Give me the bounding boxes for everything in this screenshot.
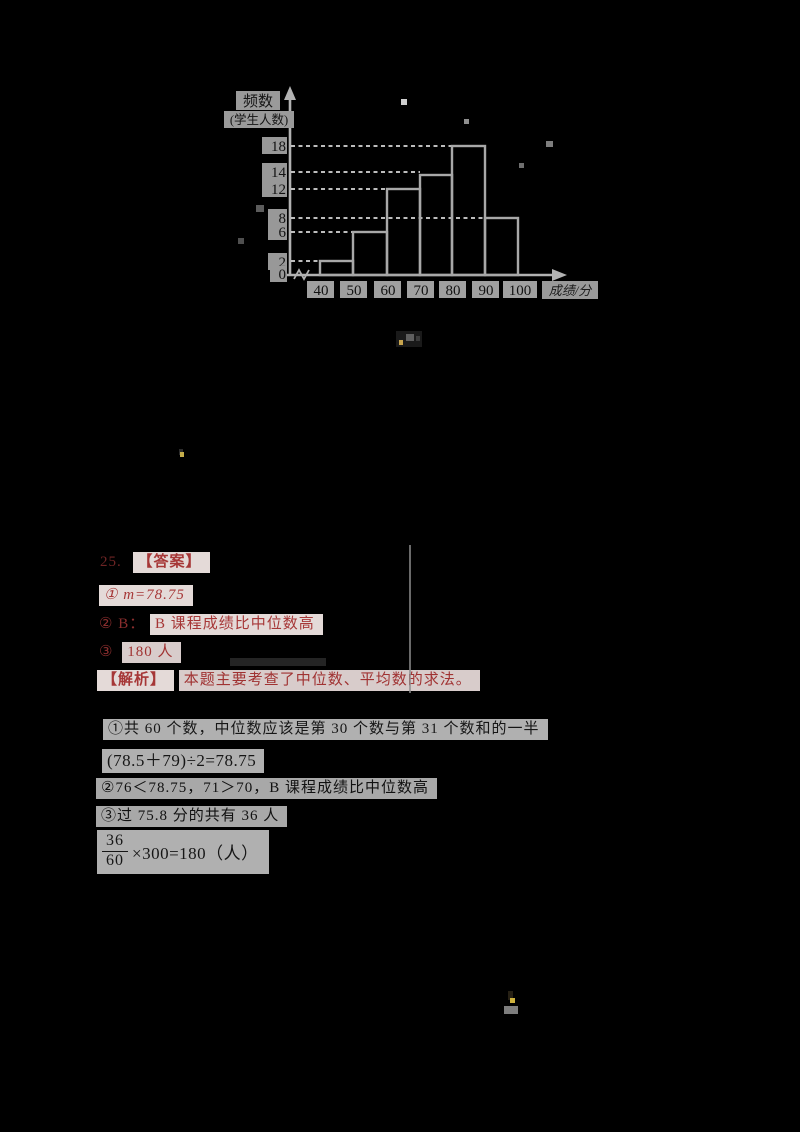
scan-speck: [256, 205, 264, 212]
bar-60-70: [385, 187, 422, 277]
frequency-histogram: 频数 (学生人数) 18 14 12 8 6 2 0 40 50 60 70 8…: [224, 86, 598, 299]
y-axis-arrow-icon: [284, 86, 296, 100]
scan-speck: [238, 238, 244, 244]
y-tick-label: 6: [279, 225, 287, 241]
solution-step-3-text: ③过 75.8 分的共有 36 人: [96, 806, 288, 827]
y-tick-patch: [262, 163, 287, 180]
x-tick-patch: [503, 281, 537, 298]
x-tick-patch: [307, 281, 334, 298]
x-tick-label: 40: [314, 283, 329, 299]
solution-step-1-text: ①共 60 个数，中位数应该是第 30 个数与第 31 个数和的一半: [103, 719, 548, 740]
answer-item-1-text: ① m=78.75: [99, 585, 193, 606]
analysis-tag: 【解析】: [97, 670, 175, 691]
bar-70-80: [418, 173, 454, 277]
scan-speck: [519, 163, 524, 168]
x-axis-title: 成绩/分: [549, 283, 593, 298]
solution-step-2: ②76＜78.75，71＞70，B 课程成绩比中位数高: [96, 776, 437, 799]
bar-40-50: [318, 259, 355, 277]
solution-formula-median: (78.5＋79)÷2=78.75: [102, 746, 265, 773]
answer-tag: 【答案】: [132, 552, 210, 573]
scan-speck: [464, 119, 469, 124]
solution-formula-count: 36 60 ×300=180（人）: [97, 830, 269, 874]
answer-heading: 25. 【答案】: [100, 550, 210, 573]
x-tick-label: 60: [381, 283, 396, 299]
y-tick-patch: [268, 209, 287, 226]
y-axis-title-patch2: [224, 111, 294, 128]
y-tick-label: 8: [279, 211, 287, 227]
x-axis-break-icon: [293, 268, 310, 281]
x-tick-patch: [340, 281, 367, 298]
x-tick-label: 90: [479, 283, 494, 299]
answer-item-2-prefix: ② B：: [99, 616, 146, 632]
bar-80-90: [450, 144, 487, 277]
answer-item-2: ② B： B 课程成绩比中位数高: [99, 612, 323, 635]
x-tick-label: 70: [414, 283, 429, 299]
answer-item-1: ① m=78.75: [99, 585, 193, 606]
y-tick-patch: [268, 223, 287, 240]
y-tick-label: 18: [271, 139, 286, 155]
scan-speck: [504, 1006, 518, 1014]
x-tick-patch: [407, 281, 434, 298]
fraction-numerator: 36: [102, 832, 128, 852]
y-tick-label: 0: [279, 267, 287, 283]
x-tick-patch: [374, 281, 401, 298]
y-tick-label: 2: [279, 255, 287, 271]
y-tick-label: 12: [271, 182, 286, 198]
x-tick-patch: [472, 281, 499, 298]
bar-90-100: [483, 216, 520, 277]
answer-item-3-text: 180 人: [122, 642, 182, 663]
figure-caption-fragment: [396, 331, 422, 347]
x-tick-label: 100: [509, 283, 532, 299]
analysis-text: 本题主要考查了中位数、平均数的求法。: [178, 670, 480, 691]
y-axis-title-patch: [236, 91, 280, 110]
scan-speck-yellow: [508, 991, 513, 1000]
solution-step-1: ①共 60 个数，中位数应该是第 30 个数与第 31 个数和的一半: [103, 717, 548, 740]
y-axis-title-line2: (学生人数): [230, 112, 288, 127]
solution-step-3: ③过 75.8 分的共有 36 人: [96, 804, 288, 827]
y-tick-patch: [268, 253, 287, 270]
y-tick-label: 14: [271, 165, 287, 181]
y-tick-patch: [270, 266, 287, 282]
scan-speck: [230, 658, 326, 666]
question-number: 25.: [100, 554, 122, 570]
scan-artifact-vertical-line: [409, 545, 411, 693]
scan-speck: [546, 141, 553, 147]
fraction-denominator: 60: [106, 851, 124, 869]
scan-speck-yellow: [180, 452, 184, 457]
answer-item-3: ③ 180 人: [99, 640, 182, 663]
scan-speck-yellow: [510, 998, 515, 1003]
solution-formula-median-text: (78.5＋79)÷2=78.75: [102, 749, 265, 773]
answer-item-2-text: B 课程成绩比中位数高: [149, 614, 323, 635]
x-tick-label: 50: [347, 283, 362, 299]
solution-step-2-text: ②76＜78.75，71＞70，B 课程成绩比中位数高: [96, 778, 437, 799]
bar-50-60: [351, 230, 389, 277]
x-tick-patch: [439, 281, 466, 298]
x-axis-title-patch: [542, 281, 598, 299]
solution-formula-count-body: 36 60 ×300=180（人）: [97, 830, 269, 874]
analysis-line: 【解析】 本题主要考查了中位数、平均数的求法。: [97, 668, 480, 691]
y-tick-patch: [262, 137, 287, 154]
solution-formula-count-rest: ×300=180（人）: [132, 843, 259, 863]
answer-item-3-prefix: ③: [99, 644, 114, 660]
x-tick-label: 80: [446, 283, 461, 299]
fraction: 36 60: [102, 832, 128, 870]
y-axis-title-line1: 频数: [243, 93, 273, 110]
y-tick-patch: [262, 180, 287, 197]
scan-speck: [401, 99, 407, 105]
x-axis-arrow-icon: [552, 269, 567, 281]
